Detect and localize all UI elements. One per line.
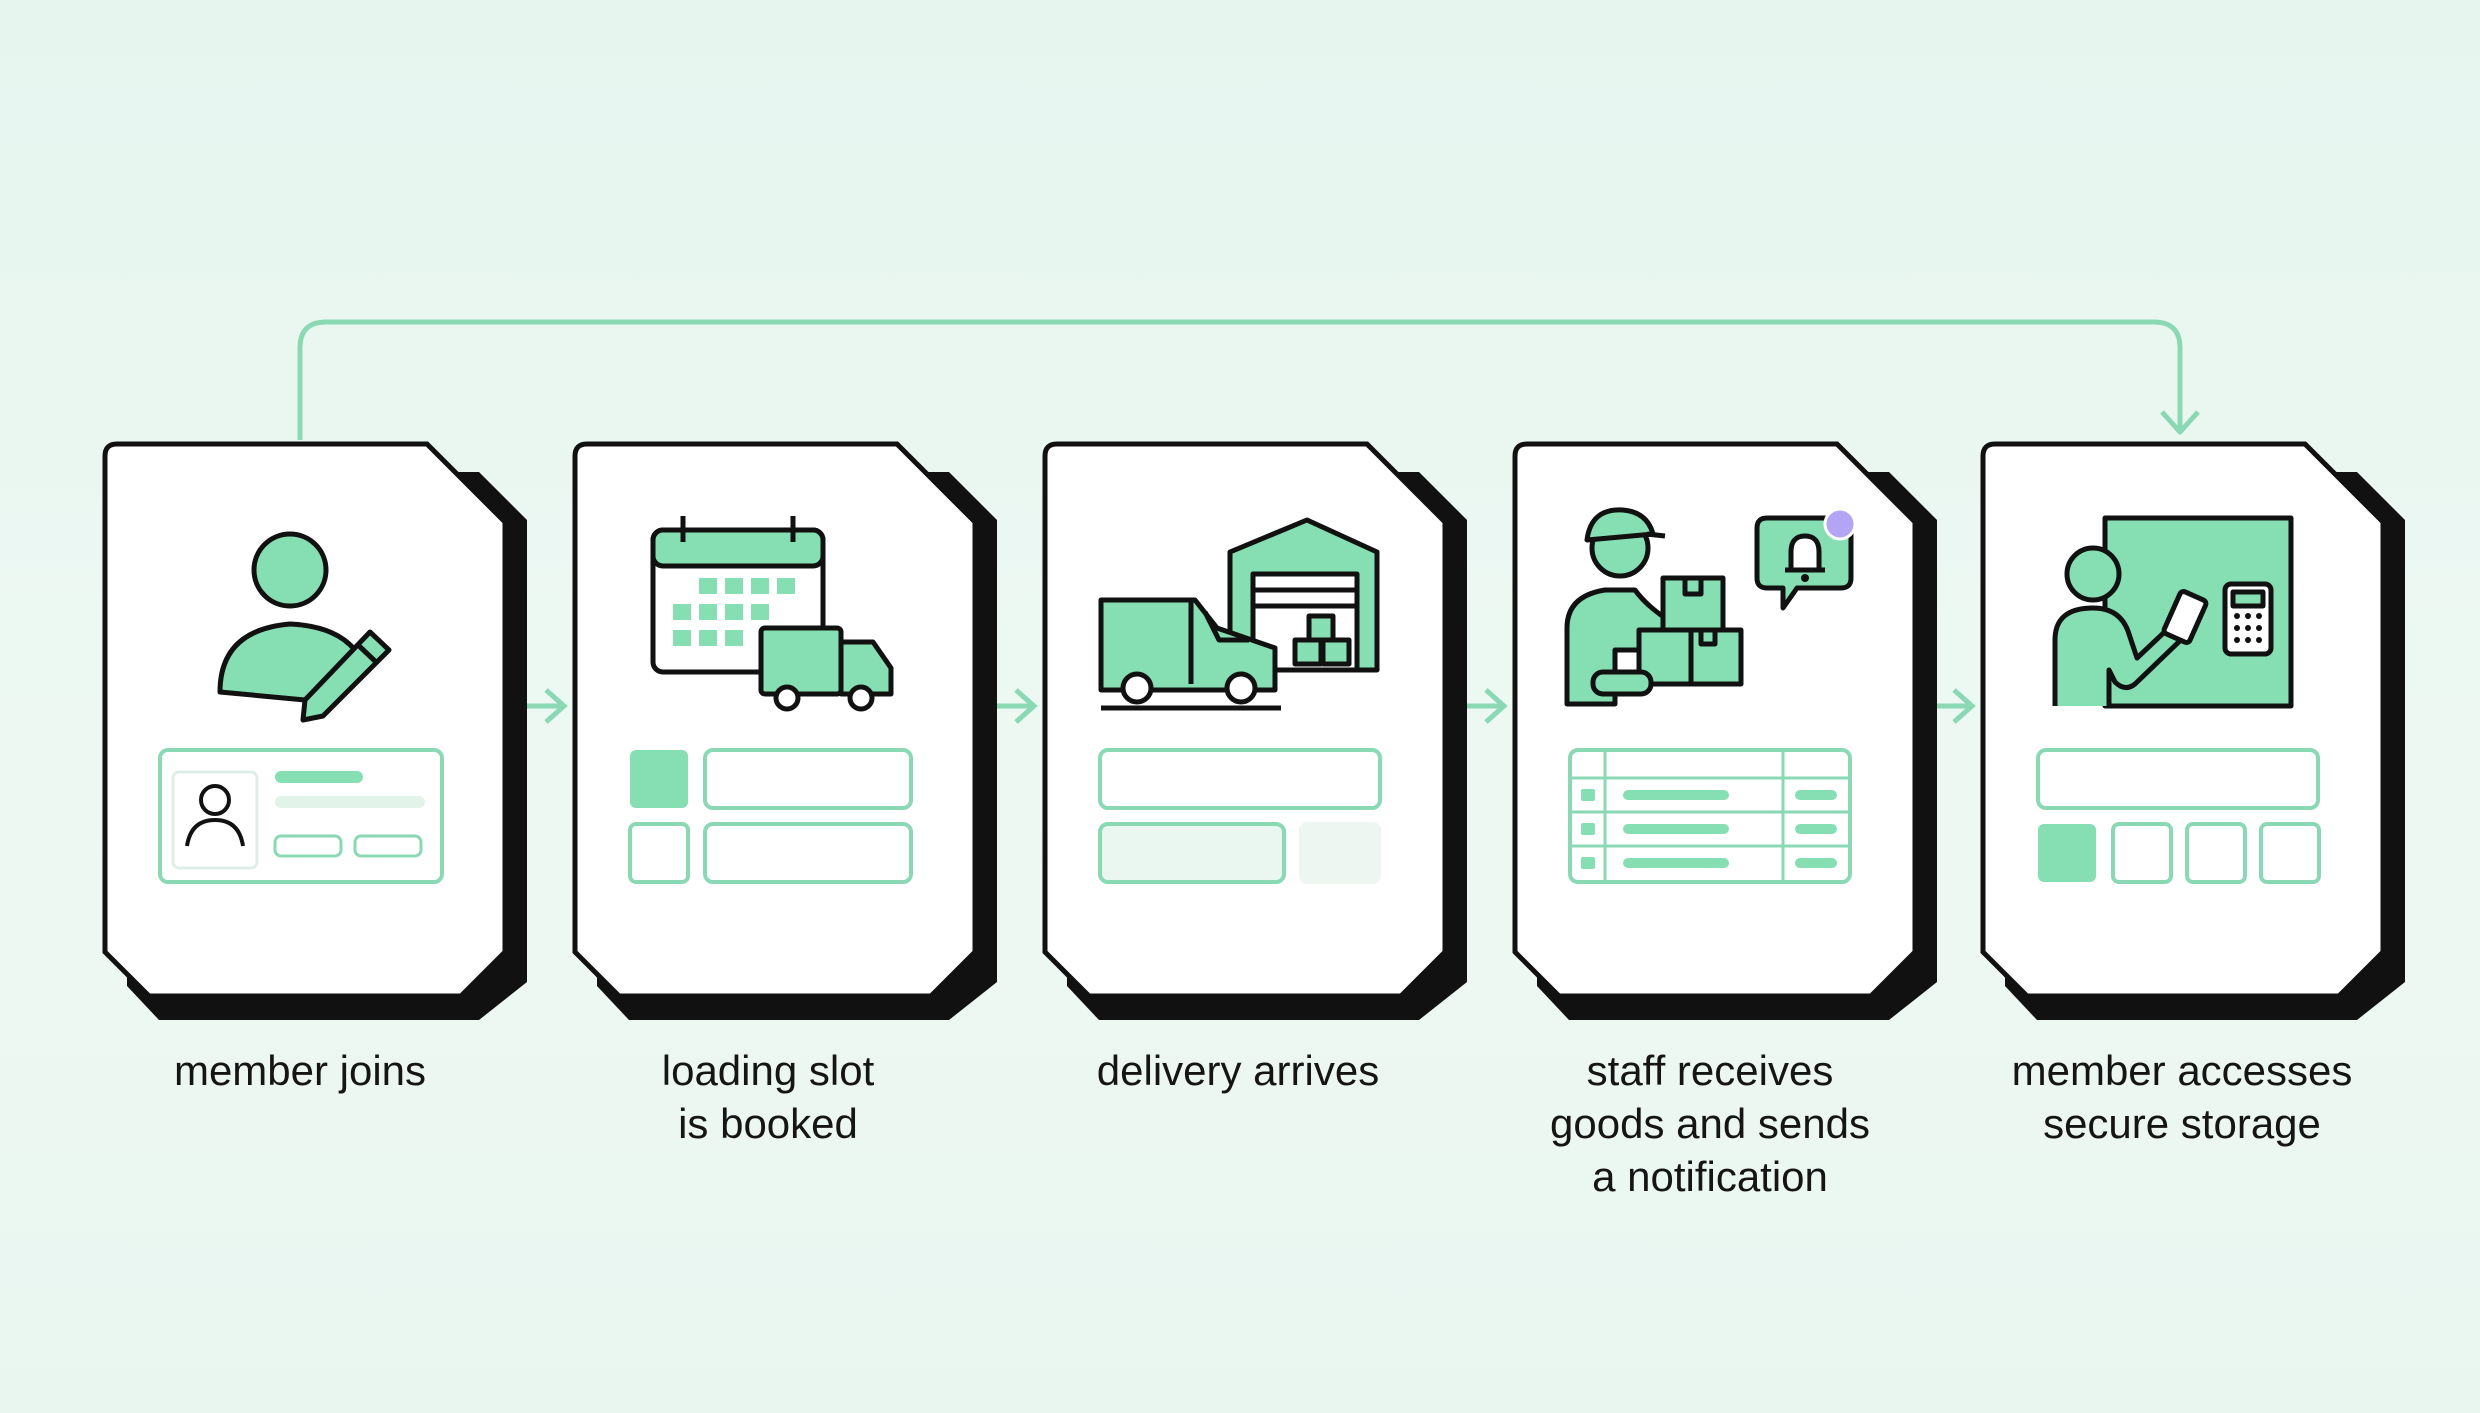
calendar-truck-icon [650,516,894,712]
inventory-table-panel [1568,748,1852,884]
step-label-5: member accesses secure storage [2011,1047,2353,1147]
pin-entry-panel [2036,748,2321,884]
step-label-1: member joins [173,1047,427,1094]
step-card-5 [1980,441,2405,1020]
delivery-form-panel [1098,748,1382,884]
booking-form-panel [628,748,913,884]
bypass-connector [297,319,2183,440]
step-card-3 [1042,441,1467,1020]
step-label-3: delivery arrives [1096,1047,1380,1094]
bypass-arrowhead [2160,410,2200,435]
step-card-4 [1512,441,1937,1020]
step-card-2 [572,441,997,1020]
step-label-2: loading slot is booked [661,1047,875,1147]
profile-card-panel [158,748,444,884]
user-edit-icon [217,531,392,723]
step-label-4: staff receives goods and sends a notific… [1550,1047,1870,1200]
van-warehouse-icon [1098,517,1380,711]
notification-dot [1823,507,1857,541]
keypad-access-icon [2052,515,2294,709]
step-card-1 [102,441,527,1020]
